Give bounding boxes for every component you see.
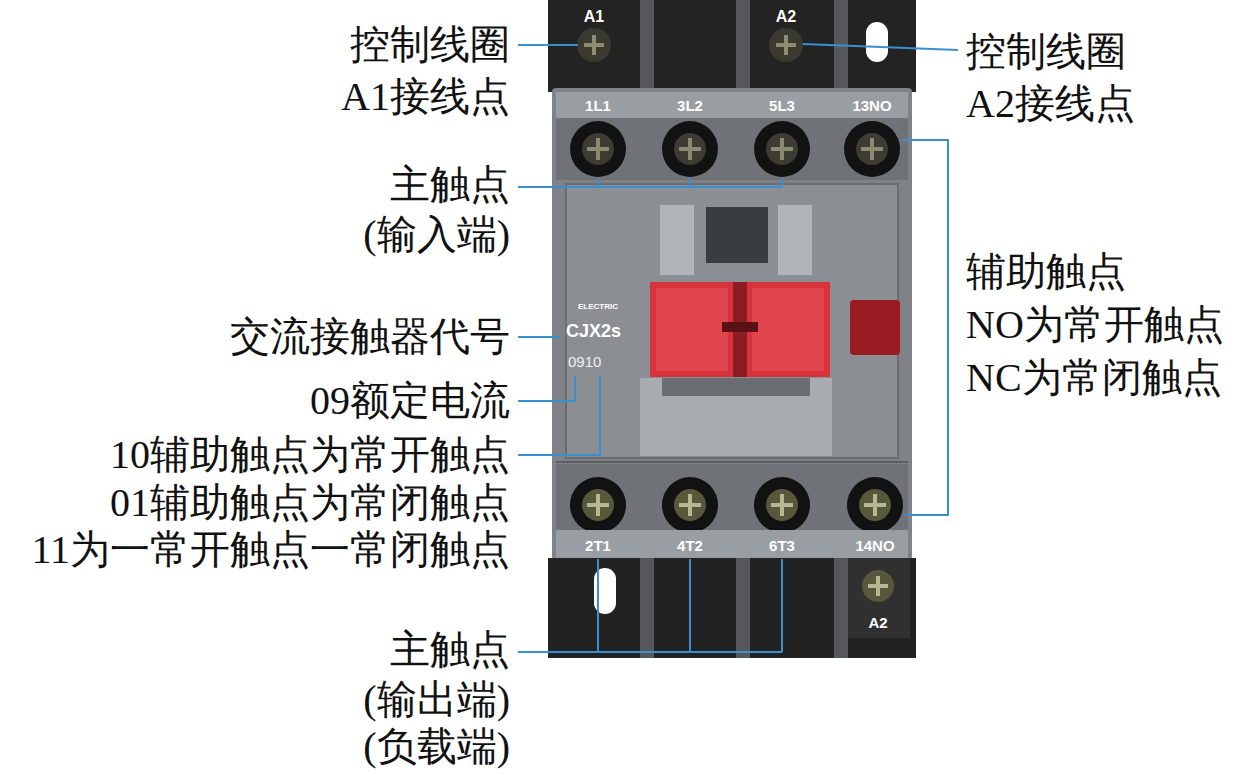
callout-text: 10辅助触点为常开触点 — [110, 435, 510, 475]
terminal-screw — [570, 121, 626, 177]
callout-text: 01辅助触点为常闭触点 — [110, 483, 510, 523]
terminal-screw — [847, 477, 903, 533]
red-actuator — [650, 282, 830, 377]
callout-text: 09额定电流 — [310, 381, 510, 421]
body-seam — [556, 461, 908, 463]
slot — [660, 205, 694, 275]
label-strip — [556, 530, 908, 558]
leader-line — [518, 336, 560, 338]
callout-text: (负载端) — [363, 727, 510, 767]
callout-text: (输出端) — [363, 680, 510, 720]
terminal-label: 3L2 — [677, 98, 703, 113]
leader-line — [518, 178, 782, 187]
indicator — [850, 300, 900, 355]
terminal-label: 1L1 — [585, 98, 611, 113]
housing-divider — [834, 558, 848, 658]
terminal-label: A2 — [776, 9, 796, 25]
callout-text: NO为常开触点 — [966, 305, 1224, 345]
bottom-housing — [548, 558, 916, 658]
leader-line — [518, 376, 600, 455]
housing-divider — [640, 558, 654, 658]
callout-text: NC为常闭触点 — [966, 358, 1222, 398]
terminal-label: 14NO — [855, 538, 894, 553]
model-label: CJX2s — [566, 322, 621, 340]
terminal-label: 5L3 — [769, 98, 795, 113]
callout-text: (输入端) — [363, 215, 510, 255]
callout-text: 控制线圈 — [350, 25, 510, 65]
terminal-screw — [754, 121, 810, 177]
housing-divider — [640, 0, 654, 92]
leader-line — [518, 44, 578, 46]
model-code: 0910 — [568, 354, 601, 369]
window — [706, 207, 768, 263]
terminal-screw — [754, 477, 810, 533]
callout-text: 主触点 — [390, 165, 510, 205]
terminal-label: 13NO — [852, 98, 891, 113]
coil-screw — [769, 28, 803, 62]
actuator-face — [656, 288, 728, 371]
actuator-face — [752, 288, 824, 371]
tab-notch — [662, 378, 810, 396]
terminal-label: 4T2 — [677, 538, 703, 553]
terminal-screw — [844, 121, 900, 177]
brand-label: ELECTRIC — [578, 303, 618, 311]
leader-line — [518, 559, 782, 652]
housing-divider — [736, 558, 750, 658]
terminal-screw — [662, 121, 718, 177]
terminal-label: 6T3 — [769, 538, 795, 553]
mounting-hole — [866, 22, 888, 62]
terminal-screw — [570, 477, 626, 533]
slot — [778, 205, 812, 275]
callout-text: 辅助触点 — [966, 252, 1126, 292]
terminal-screw — [662, 477, 718, 533]
label-strip — [556, 92, 908, 118]
leader-line — [518, 376, 575, 401]
coil-terminal-block — [848, 558, 910, 638]
callout-text: 11为一常开触点一常闭触点 — [31, 530, 510, 570]
callout-text: A2接线点 — [966, 84, 1135, 124]
terminal-row — [556, 118, 908, 180]
callout-text: 主触点 — [390, 630, 510, 670]
leader-lines — [518, 44, 958, 652]
callout-text: 交流接触器代号 — [230, 317, 510, 357]
coil-screw — [862, 570, 894, 602]
housing-divider — [736, 0, 750, 92]
lower-tab — [640, 378, 832, 456]
terminal-label: 2T1 — [585, 538, 611, 553]
contactor-body — [552, 88, 912, 560]
terminal-label: A1 — [584, 9, 604, 25]
front-face — [566, 184, 898, 458]
callout-text: 控制线圈 — [966, 32, 1126, 72]
coil-screw — [577, 28, 611, 62]
callout-text: A1接线点 — [341, 77, 510, 117]
bracket-line — [902, 140, 948, 515]
terminal-label: A2 — [868, 615, 887, 630]
leader-line — [803, 44, 958, 50]
actuator-bar — [722, 322, 758, 332]
